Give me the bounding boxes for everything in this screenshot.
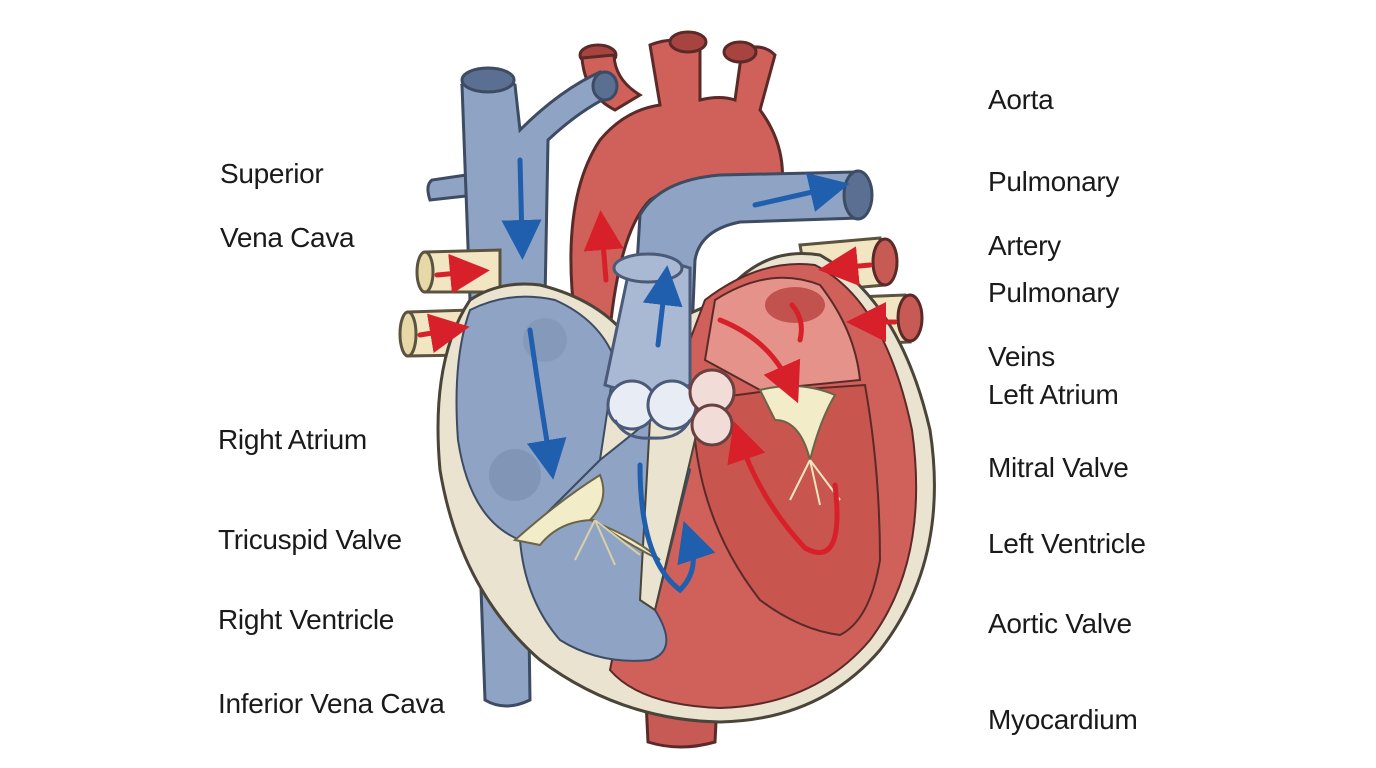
aorta-branch-right-icon (722, 40, 758, 64)
label-line: Inferior Vena Cava (218, 688, 445, 719)
heart-illustration (398, 30, 936, 749)
label-line: Left Atrium (988, 379, 1119, 410)
label-tricuspid-valve: Tricuspid Valve (218, 492, 402, 588)
label-line: Veins (988, 341, 1055, 372)
label-line: Superior (220, 158, 324, 189)
label-pulmonary-artery: Pulmonary Artery (988, 134, 1119, 294)
right-atrium-texture-icon (489, 449, 541, 501)
label-mitral-valve: Mitral Valve (988, 420, 1129, 516)
flow-arrow-right-atrium (526, 327, 567, 480)
flow-arrow-pv-left-lower (417, 313, 470, 354)
aortic-valve-icon (688, 368, 736, 447)
label-pulmonary-veins: Pulmonary Veins (988, 245, 1119, 405)
label-line: Aortic Valve (988, 608, 1132, 639)
label-myocardium: Myocardium (988, 672, 1138, 768)
label-line: Left Ventricle (988, 528, 1146, 559)
label-line: Right Atrium (218, 424, 367, 455)
label-line: Vena Cava (220, 222, 355, 253)
flow-arrow-pulmonary-artery (752, 172, 850, 212)
flow-arrow-pv-right-upper (818, 246, 873, 287)
label-line: Myocardium (988, 704, 1138, 735)
flow-arrow-svc (501, 157, 542, 260)
tricuspid-valve-leaflets (512, 473, 661, 561)
label-right-atrium: Right Atrium (218, 392, 367, 488)
label-line: Mitral Valve (988, 452, 1129, 483)
label-aorta: Aorta (988, 52, 1054, 148)
flow-arrow-left-ventricle (727, 421, 840, 555)
label-line: Pulmonary (988, 277, 1120, 308)
flow-arrow-aorta (583, 210, 624, 283)
svc-opening-icon (460, 66, 516, 94)
label-left-atrium: Left Atrium (988, 347, 1119, 443)
label-line: Artery (988, 230, 1061, 261)
label-inferior-vena-cava: Inferior Vena Cava (218, 656, 445, 752)
flow-arrow-pv-left-upper (434, 253, 490, 294)
label-left-ventricle: Left Ventricle (988, 496, 1146, 592)
aorta-branch-mid-icon (668, 30, 708, 54)
label-line: Tricuspid Valve (218, 524, 402, 555)
label-line: Right Ventricle (218, 604, 395, 635)
flow-arrow-right-ventricle (637, 462, 716, 594)
pulmonary-artery-opening-icon (842, 169, 874, 221)
flow-arrow-left-atrium (717, 317, 801, 404)
label-right-ventricle: Right Ventricle (218, 572, 394, 668)
flow-arrow-pulmonary-trunk (642, 265, 683, 348)
flow-arrow-left-atrium-small (789, 302, 804, 343)
label-aortic-valve: Aortic Valve (988, 576, 1132, 672)
label-line: Aorta (988, 84, 1054, 115)
label-superior-vena-cava: Superior Vena Cava (220, 126, 355, 286)
label-line: Pulmonary (988, 166, 1120, 197)
